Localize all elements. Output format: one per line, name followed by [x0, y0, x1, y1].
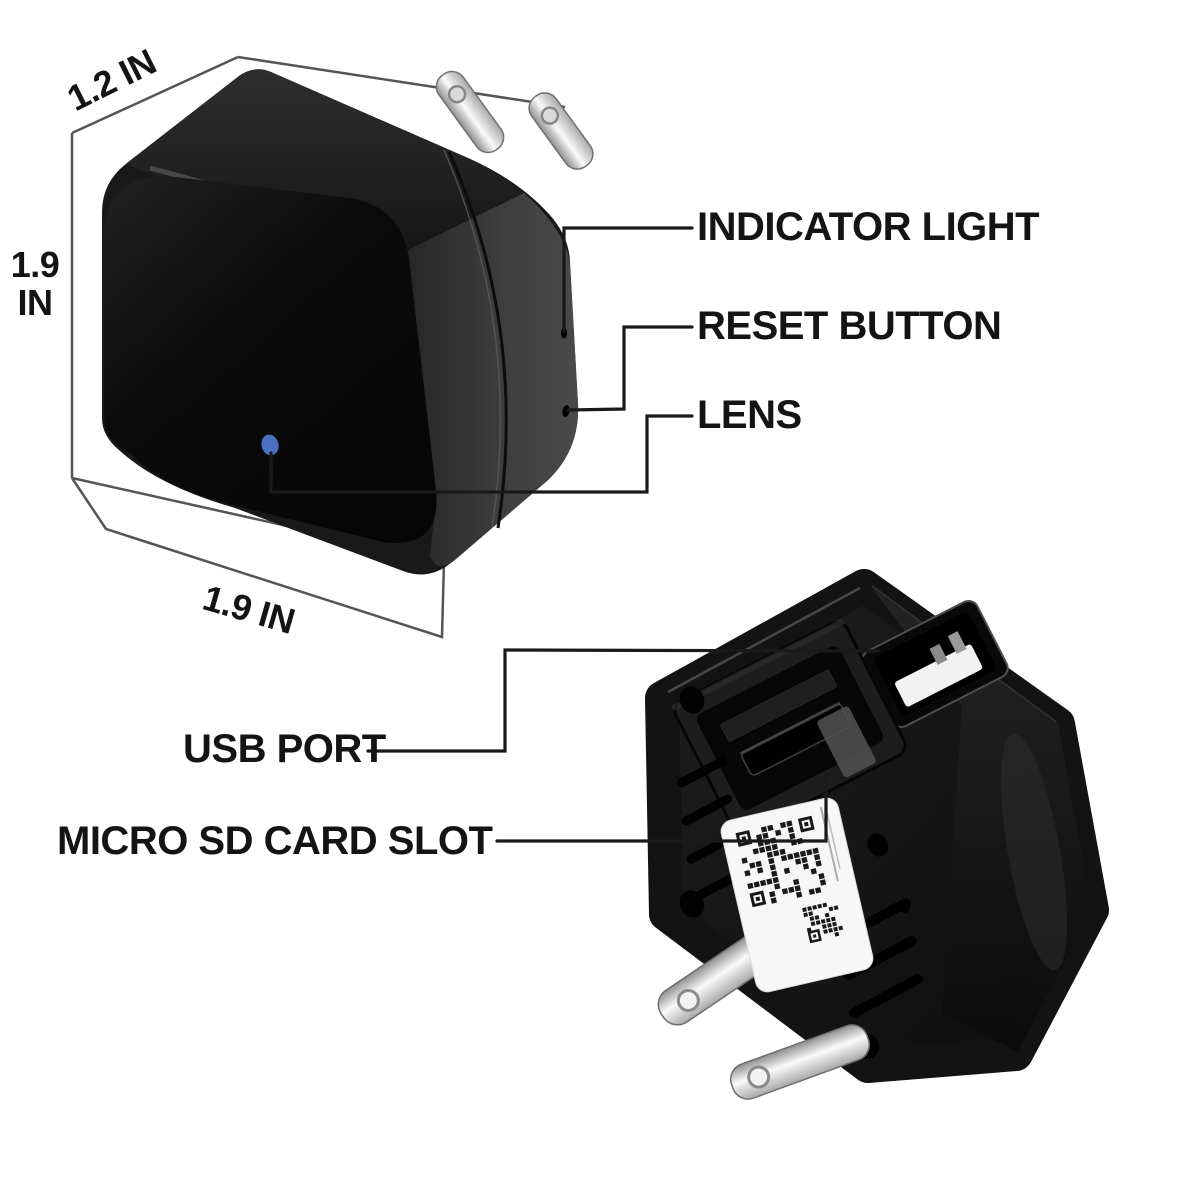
shell-seam-highlight — [443, 149, 502, 529]
shell-seam — [447, 151, 508, 529]
charger-top-face — [127, 69, 524, 253]
usb-port-graphic — [861, 599, 1009, 729]
plug-prong-top-right — [528, 92, 594, 170]
prong-hole — [676, 988, 700, 1012]
screw-hole — [679, 890, 705, 918]
vent-slot — [681, 794, 733, 826]
leader-usb-port — [366, 648, 880, 753]
camera-lens-dot — [261, 434, 279, 456]
charger-front-view — [102, 69, 594, 575]
plug-prong-top-left — [435, 70, 505, 154]
usb-contact — [947, 631, 967, 654]
charger-front-face — [103, 175, 437, 543]
prong-hole — [540, 106, 560, 125]
charger-side-face — [404, 193, 579, 567]
dimension-label-height: 1.9 IN — [2, 246, 68, 322]
vent-slot — [691, 870, 743, 902]
small-hole — [900, 903, 910, 913]
callout-reset-button: RESET BUTTON — [697, 304, 1002, 348]
screw-hole — [867, 833, 889, 857]
reset-button-pinhole — [562, 405, 570, 417]
leader-micro-sd — [495, 779, 828, 843]
charger2-gloss-streak — [1000, 733, 1068, 971]
leader-indicator-light — [562, 226, 694, 333]
callout-usb-port: USB PORT — [183, 727, 386, 771]
leader-reset-button — [566, 325, 694, 412]
prong-hole — [747, 1065, 771, 1089]
qr-code-small — [802, 902, 844, 944]
screw-hole — [679, 686, 705, 714]
dimension-line-depth-top — [237, 55, 566, 109]
dimension-label-height-value: 1.9 — [10, 244, 60, 285]
callout-micro-sd-card-slot: MICRO SD CARD SLOT — [57, 819, 493, 863]
dimension-line-depth-slant — [71, 55, 239, 135]
usb-contact — [929, 643, 948, 665]
prong-hole — [447, 84, 467, 104]
leader-lines — [269, 226, 880, 843]
vent-slot — [676, 756, 728, 788]
recess-inner-bar — [718, 668, 839, 744]
dimension-label-height-unit: IN — [17, 282, 54, 323]
charger2-edge-highlight-left — [667, 586, 861, 694]
vent-slot — [849, 974, 923, 1018]
plug-prong-bottom-right — [729, 1024, 871, 1100]
sticker-fine-print — [825, 808, 841, 869]
callout-lens: LENS — [697, 393, 802, 437]
micro-sd-card — [817, 706, 876, 778]
leader-lens — [269, 414, 694, 494]
qr-code-sticker — [720, 797, 874, 993]
usb-tongue — [895, 644, 983, 707]
sd-slot-recess — [670, 618, 907, 835]
charger-rear-view — [645, 569, 1109, 1100]
callout-indicator-light: INDICATOR LIGHT — [697, 205, 1040, 249]
qr-code-big — [735, 815, 827, 908]
